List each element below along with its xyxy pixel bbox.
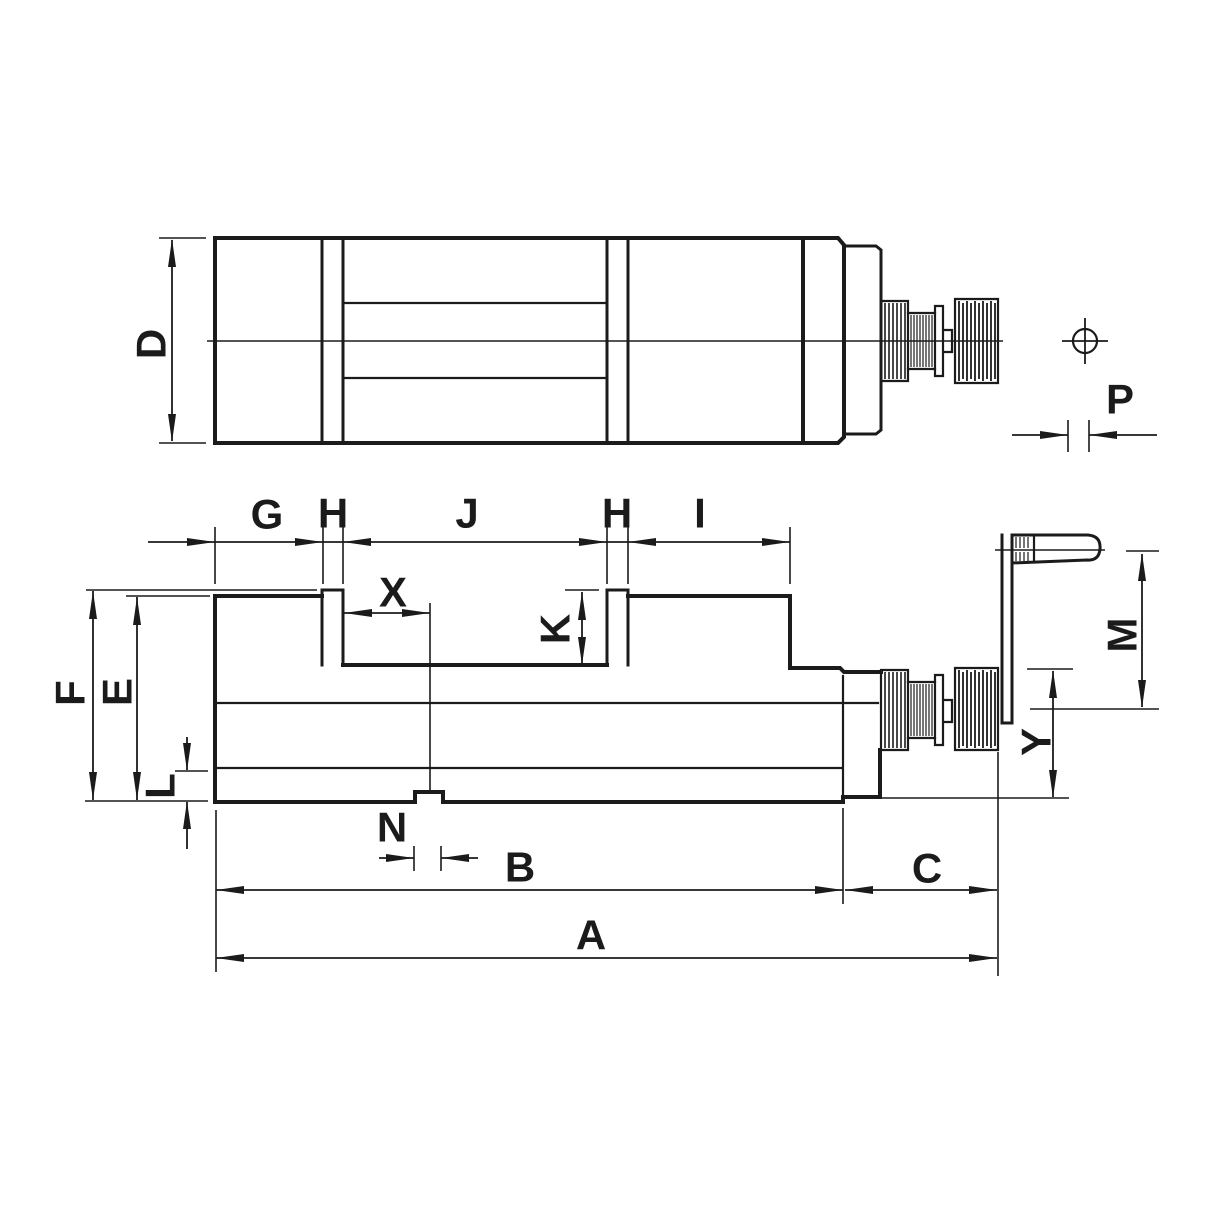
dim-bc-extension-lines: [215, 808, 844, 972]
crank-arm: [1000, 533, 1014, 725]
side-view-movable-jaw: [626, 594, 883, 674]
dim-label-b: B: [505, 844, 535, 891]
top-view-screw: [879, 297, 1000, 385]
top-view-guideways: [342, 301, 609, 380]
dim-ghjhi: G H J H I: [148, 490, 791, 584]
dim-f: F: [47, 589, 317, 802]
top-view-end-cap: [842, 244, 883, 436]
top-view: [207, 236, 1003, 445]
top-view-body-outline: [213, 236, 846, 445]
dim-x: X: [344, 569, 430, 617]
dim-a: A: [216, 912, 997, 962]
dim-k: K: [532, 589, 599, 665]
dim-b: B: [215, 808, 844, 972]
side-view-movable-jaw-plate: [605, 588, 630, 667]
crank-grip: [1010, 533, 1102, 565]
dim-label-k: K: [532, 614, 579, 644]
dim-m: M: [1030, 550, 1159, 710]
dim-label-m: M: [1099, 618, 1146, 653]
side-view-guideway-lines: [213, 701, 880, 770]
dim-label-e: E: [94, 678, 141, 706]
crank-handle: [995, 533, 1105, 725]
crank-hub-hatch: [1015, 537, 1029, 561]
dim-label-y: Y: [1013, 728, 1060, 756]
dim-e: E: [94, 595, 210, 800]
dim-p-extension-ticks: [1067, 420, 1090, 452]
dim-n: N: [377, 804, 478, 871]
dim-ghjhi-extension-lines: [214, 527, 791, 584]
dim-label-h2: H: [602, 490, 632, 537]
side-view-bottom-edge: [213, 748, 882, 804]
dim-l: L: [137, 737, 208, 849]
dim-c: C: [845, 752, 999, 976]
dim-m-extension-lines: [1030, 550, 1159, 710]
dim-label-h1: H: [318, 490, 348, 537]
side-view-fixed-jaw-plate: [320, 588, 345, 667]
dim-label-d: D: [128, 329, 175, 359]
dim-y-extension-lines: [882, 668, 1073, 799]
dim-label-p: P: [1106, 376, 1134, 423]
dim-n-extension-ticks: [413, 846, 442, 871]
dim-label-n: N: [377, 804, 407, 851]
dim-label-g: G: [251, 491, 284, 538]
dim-label-l: L: [137, 773, 184, 799]
side-view-screw: [879, 666, 1000, 752]
dim-label-f: F: [47, 680, 94, 706]
dim-label-i: I: [694, 490, 706, 537]
dim-p: P: [1012, 376, 1157, 452]
dim-label-x: X: [379, 569, 407, 616]
dim-label-c: C: [912, 845, 942, 892]
dim-label-a: A: [576, 912, 606, 959]
dim-label-j: J: [455, 490, 478, 537]
dim-d: D: [128, 237, 206, 444]
dim-y: Y: [882, 668, 1073, 799]
dim-d-extension-ticks: [159, 237, 206, 444]
side-view: [213, 533, 1105, 804]
position-symbol-icon: [1062, 318, 1108, 364]
